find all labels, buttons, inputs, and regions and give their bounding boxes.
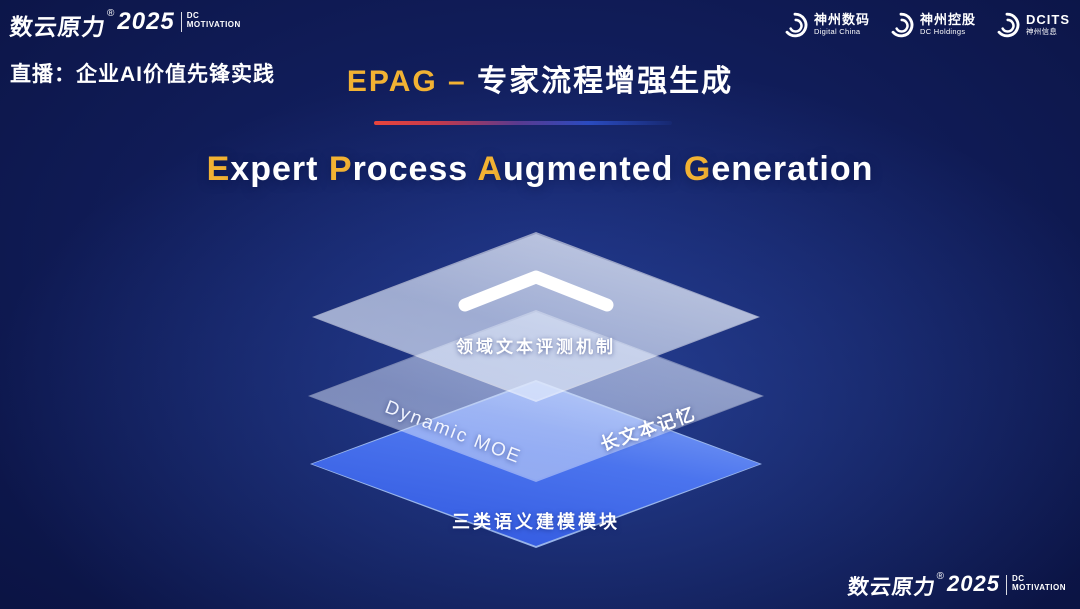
partner-subtitle: DC Holdings	[919, 27, 966, 37]
bottom-layer-label: 三类语义建模模块	[452, 512, 620, 532]
brand-subtitle: DC MOTIVATION	[187, 8, 241, 30]
brand-subtitle: DC MOTIVATION	[1012, 571, 1066, 593]
slide-title-abbr: EPAG –	[346, 65, 478, 98]
chevron-up-icon	[451, 263, 621, 324]
brand-divider	[1005, 575, 1007, 595]
slide-title: EPAG – 专家流程增强生成	[0, 56, 1080, 100]
main-title-segment: ugmented	[502, 150, 684, 188]
live-stream-label: 直播：企业AI价值先锋实践	[10, 63, 275, 86]
brand-subtitle-line1: DC	[186, 11, 200, 20]
slide-title-cn: 专家流程增强生成	[477, 65, 734, 98]
dc-holdings-swirl-icon	[888, 12, 914, 38]
gradient-divider-line	[374, 121, 672, 125]
main-title-segment: G	[683, 150, 712, 188]
main-title-segment: P	[328, 150, 353, 188]
partner-name: 神州数码	[813, 12, 870, 28]
brand-divider	[180, 12, 182, 32]
dcits-swirl-icon	[994, 12, 1020, 38]
brand-year: 2025	[117, 8, 175, 35]
main-title-segment: rocess	[352, 150, 478, 188]
main-title: Expert Process Augmented Generation	[0, 150, 1080, 189]
partner-text: 神州数码 Digital China	[813, 12, 870, 37]
brand-subtitle-line2: MOTIVATION	[186, 19, 241, 29]
main-title-segment: A	[477, 150, 503, 188]
partner-logos: 神州数码 Digital China 神州控股 DC Holdings DCIT…	[782, 12, 1070, 38]
partner-subtitle: Digital China	[813, 27, 861, 37]
partner-dcits: DCITS 神州信息	[994, 12, 1070, 38]
main-title-segment: xpert	[230, 150, 329, 188]
digital-china-swirl-icon	[782, 12, 808, 38]
partner-name: DCITS	[1026, 12, 1070, 28]
partner-digital-china: 神州数码 Digital China	[782, 12, 870, 38]
main-title-segment: E	[206, 150, 231, 188]
partner-subtitle: 神州信息	[1026, 27, 1058, 37]
brand-subtitle-line1: DC	[1011, 574, 1025, 583]
partner-dc-holdings: 神州控股 DC Holdings	[888, 12, 976, 38]
top-layer-label: 领域文本评测机制	[456, 337, 616, 357]
brand-logo: 数云原力 ® 2025 DC MOTIVATION	[8, 8, 241, 42]
partner-text: DCITS 神州信息	[1026, 12, 1070, 37]
brand-subtitle-line2: MOTIVATION	[1011, 582, 1066, 592]
registered-mark: ®	[107, 8, 115, 19]
partner-text: 神州控股 DC Holdings	[919, 12, 976, 37]
registered-mark: ®	[936, 571, 945, 582]
main-title-segment: eneration	[711, 150, 874, 188]
brand-name: 数云原力	[846, 576, 937, 599]
brand-year: 2025	[947, 571, 1000, 596]
brand-logo-footer: 数云原力 ® 2025 DC MOTIVATION	[846, 571, 1066, 601]
partner-name: 神州控股	[919, 12, 976, 28]
brand-name: 数云原力	[8, 14, 108, 40]
